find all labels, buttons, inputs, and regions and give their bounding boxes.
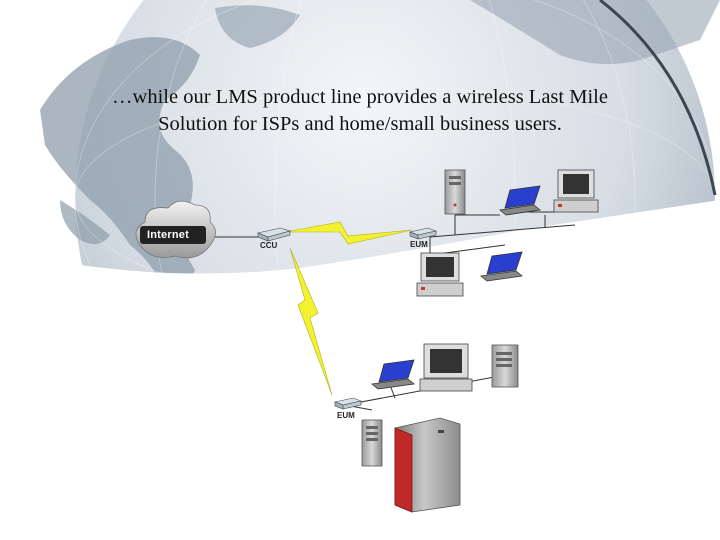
continent-greenland bbox=[215, 5, 300, 48]
continent-europe-africa bbox=[470, 0, 720, 64]
eum-device-bottom bbox=[333, 397, 363, 410]
eum-top-label: EUM bbox=[410, 240, 428, 249]
wired-links bbox=[205, 211, 576, 411]
continent-mexico bbox=[60, 200, 110, 244]
laptop-bottom bbox=[371, 359, 415, 390]
laptop-top bbox=[499, 185, 541, 216]
desktop-middle bbox=[416, 252, 464, 297]
laptop-middle bbox=[480, 251, 523, 282]
wireless-link-ccu-eum-bottom bbox=[289, 247, 333, 396]
internet-label: Internet bbox=[147, 229, 189, 241]
ccu-label: CCU bbox=[260, 241, 278, 250]
internet-cloud bbox=[135, 200, 216, 259]
tower-server-bottom-left bbox=[361, 419, 383, 467]
caption-line-2: Solution for ISPs and home/small busines… bbox=[158, 113, 562, 135]
tower-server-bottom-right bbox=[491, 344, 519, 388]
wireless-link-ccu-eum-top bbox=[284, 221, 413, 245]
caption: …while our LMS product line provides a w… bbox=[30, 84, 690, 138]
eum-bottom-label: EUM bbox=[337, 411, 355, 420]
caption-line-1: …while our LMS product line provides a w… bbox=[112, 86, 608, 108]
ccu-device bbox=[256, 227, 292, 242]
eum-device-top bbox=[408, 227, 438, 240]
tower-server-top bbox=[444, 169, 466, 215]
desktop-top bbox=[553, 169, 599, 213]
mainframe-server bbox=[394, 417, 461, 513]
desktop-bottom bbox=[419, 343, 473, 392]
